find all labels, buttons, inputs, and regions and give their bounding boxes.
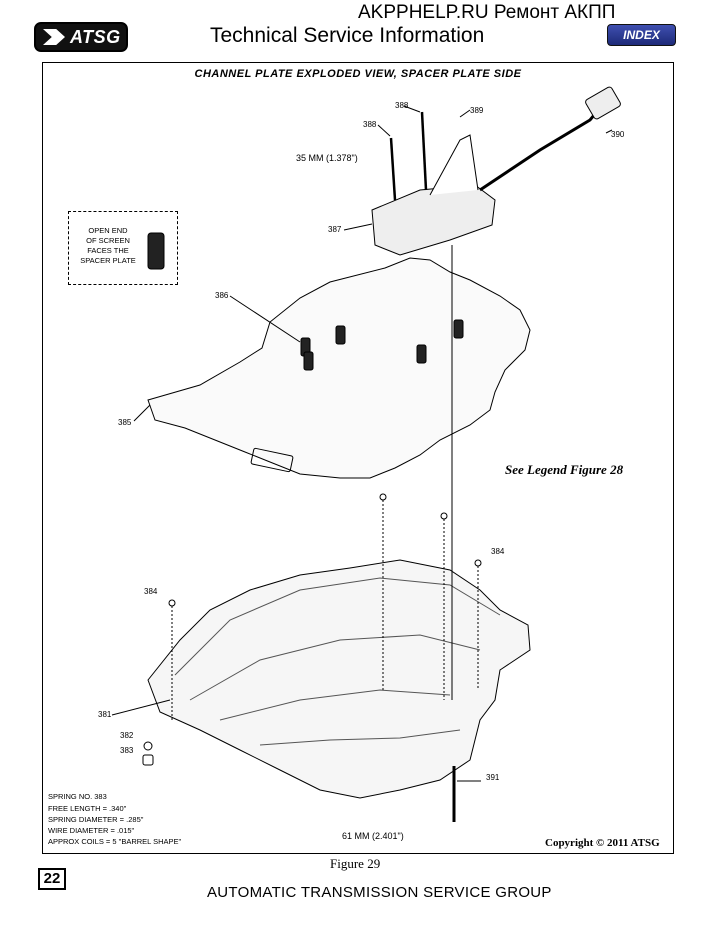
callout-384a: 384 — [144, 587, 158, 596]
note-line-1: OPEN END — [88, 226, 128, 235]
index-button[interactable]: INDEX — [607, 24, 676, 46]
logo-chevron-icon — [43, 29, 65, 45]
footer-group-name: AUTOMATIC TRANSMISSION SERVICE GROUP — [207, 884, 552, 901]
callout-382: 382 — [120, 731, 134, 740]
dimension-top-label: 35 MM (1.378") — [296, 153, 358, 163]
callout-384b: 384 — [491, 547, 505, 556]
spring-spec-line: SPRING NO. 383 — [48, 792, 107, 801]
channel-plate — [147, 559, 531, 799]
harness-connector — [479, 107, 602, 192]
logo-text: ATSG — [70, 27, 121, 47]
dimension-bottom-label: 61 MM (2.401") — [342, 831, 404, 841]
site-banner: AKPPHELP.RU Ремонт АКПП — [358, 2, 616, 23]
spring-spec-line: APPROX COILS = 5 "BARREL SHAPE" — [48, 837, 182, 846]
spring-spec-line: SPRING DIAMETER = .285" — [48, 815, 144, 824]
callout-388a: 388 — [363, 120, 377, 129]
spacer-plate — [147, 257, 531, 479]
callout-391: 391 — [486, 773, 500, 782]
figure-caption: Figure 29 — [330, 856, 381, 871]
diagram-frame — [42, 62, 674, 854]
callout-390: 390 — [611, 130, 625, 139]
page-number: 22 — [38, 868, 66, 890]
callout-383: 383 — [120, 746, 134, 755]
callout-385: 385 — [118, 418, 132, 427]
callout-381: 381 — [98, 710, 112, 719]
spring-spec-line: WIRE DIAMETER = .015" — [48, 826, 135, 835]
copyright-notice: Copyright © 2011 ATSG — [545, 837, 660, 849]
note-line-4: SPACER PLATE — [80, 256, 136, 265]
spring-spec-line: FREE LENGTH = .340" — [48, 804, 127, 813]
atsg-logo: ATSG — [34, 22, 128, 52]
callout-387: 387 — [328, 225, 342, 234]
callout-389: 389 — [470, 106, 484, 115]
diagram-title: CHANNEL PLATE EXPLODED VIEW, SPACER PLAT… — [194, 68, 522, 80]
callout-388b: 388 — [395, 101, 409, 110]
solenoid-body — [371, 184, 496, 256]
screen-orientation-note: OPEN END OF SCREEN FACES THE SPACER PLAT… — [68, 211, 178, 285]
legend-reference: See Legend Figure 28 — [505, 462, 624, 477]
note-line-2: OF SCREEN — [86, 236, 130, 245]
callout-386: 386 — [215, 291, 229, 300]
page-title: Technical Service Information — [210, 24, 485, 47]
note-line-3: FACES THE — [87, 246, 129, 255]
